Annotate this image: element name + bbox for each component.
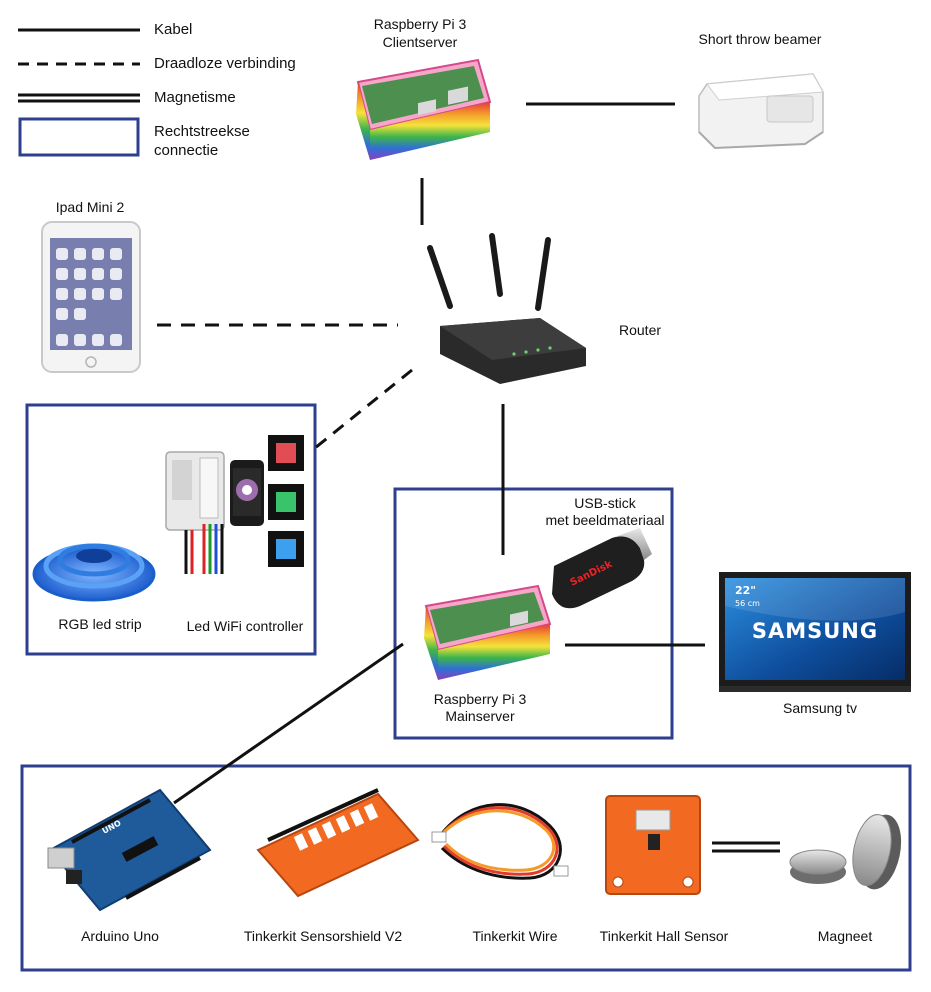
led-strip-icon <box>32 543 156 602</box>
arduino-label: Arduino Uno <box>81 928 159 944</box>
usb-label-1: USB-stick <box>574 495 636 511</box>
hall-sensor-label: Tinkerkit Hall Sensor <box>599 928 729 944</box>
magnetism-hallsensor-magnet <box>712 841 780 853</box>
mainserver-label-2: Mainserver <box>445 708 515 724</box>
usb-stick-icon: SanDisk <box>552 528 652 609</box>
usb-label-2: met beeldmateriaal <box>545 512 665 528</box>
arduino-board-icon: UNO <box>47 788 212 912</box>
led-controller-label: Led WiFi controller <box>186 618 304 634</box>
legend-magnetism-line <box>18 93 140 103</box>
frame-arduino-group <box>20 764 912 972</box>
tv-icon: SAMSUNG 22" 56 cm <box>719 572 911 692</box>
clientserver-label-1: Raspberry Pi 3 <box>373 16 467 32</box>
sensorshield-label: Tinkerkit Sensorshield V2 <box>243 928 403 944</box>
magnet-icon <box>789 814 902 890</box>
legend-cable-label: Kabel <box>154 21 193 38</box>
tv-label: Samsung tv <box>783 700 857 716</box>
hall-sensor-icon <box>605 795 701 895</box>
router-label: Router <box>619 322 662 338</box>
cable-mainserver-arduino <box>173 642 404 805</box>
sensor-shield-icon <box>256 788 420 898</box>
frame-led-group <box>25 403 317 656</box>
tv-brand-text: SAMSUNG <box>752 619 878 643</box>
legend-direct-label-2: connectie <box>154 142 219 159</box>
clientserver-label-2: Clientserver <box>382 34 458 50</box>
legend-direct-label-1: Rechtstreekse <box>154 123 250 140</box>
tablet-icon <box>41 221 141 373</box>
mainserver-label-1: Raspberry Pi 3 <box>433 691 527 707</box>
led-color-tiles <box>268 435 304 567</box>
ipad-label: Ipad Mini 2 <box>55 199 125 215</box>
raspberry-pi-case-icon <box>356 58 492 160</box>
wifi-controller-icon <box>165 451 225 574</box>
frame-mainserver-group <box>393 487 674 740</box>
magnet-label: Magneet <box>817 928 873 944</box>
router-icon <box>427 233 586 384</box>
legend-wireless-label: Draadloze verbinding <box>154 55 296 72</box>
tv-size-cm-text: 56 cm <box>735 599 760 608</box>
smartphone-icon <box>230 460 264 526</box>
wireless-router-ledcontroller <box>309 368 413 454</box>
beamer-label: Short throw beamer <box>698 31 822 47</box>
projector-icon <box>698 73 824 150</box>
wire-label: Tinkerkit Wire <box>472 928 558 944</box>
legend-magnetism-label: Magnetisme <box>154 89 236 106</box>
cable-icon <box>431 803 569 880</box>
legend-direct-box <box>18 117 140 157</box>
tv-size-text: 22" <box>735 584 756 597</box>
raspberry-pi-case-icon-main <box>424 584 552 680</box>
rgb-strip-label: RGB led strip <box>58 616 142 632</box>
